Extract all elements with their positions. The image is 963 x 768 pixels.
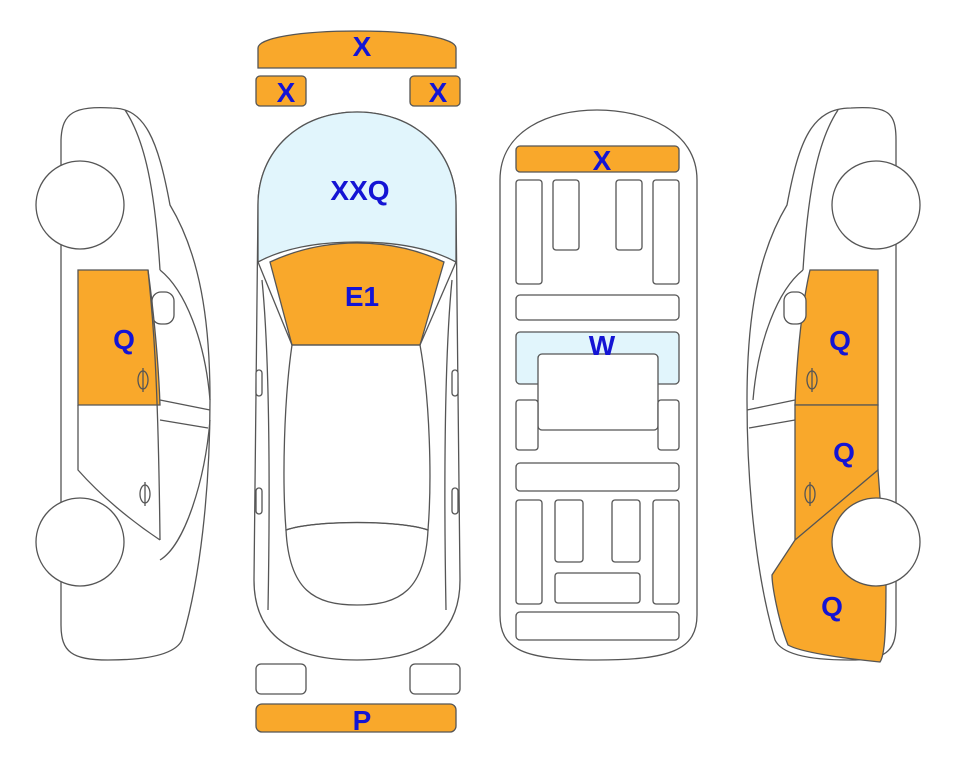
top-side-line-left <box>261 279 270 611</box>
top-right-mirror <box>451 369 459 397</box>
front-bench <box>515 294 680 321</box>
interior-center-box <box>537 353 659 431</box>
hood-panel[interactable] <box>269 242 445 346</box>
left-front-door-handle <box>137 368 149 392</box>
left-body-outline <box>60 106 211 661</box>
hood-label: E1 <box>345 281 379 312</box>
top-right-handle-rear <box>451 487 459 515</box>
right-front-door-label: Q <box>829 325 851 356</box>
middle-row-left <box>515 399 539 451</box>
left-rear-door-edge <box>77 405 161 541</box>
right-roof-line <box>802 109 839 271</box>
front-left-lamp-label: X <box>277 77 296 108</box>
front-left-lamp-panel[interactable] <box>255 75 307 107</box>
top-exterior-view: X X X XXQ E1 P <box>253 30 461 736</box>
rear-right-lamp <box>409 663 461 695</box>
left-front-wheel <box>35 160 125 250</box>
rear-seat-right <box>611 499 641 563</box>
left-side-mirror <box>151 291 175 325</box>
front-right-lamp-label: X <box>429 77 448 108</box>
top-a-pillar-left <box>257 261 293 346</box>
left-window-line <box>159 399 211 429</box>
interior-view: X W <box>499 109 698 661</box>
interior-dashboard-panel[interactable] <box>515 145 680 173</box>
front-bumper-panel[interactable] <box>257 30 457 69</box>
right-body-outline <box>746 106 897 661</box>
left-rear-window-line <box>159 419 211 561</box>
top-side-line-right <box>444 279 453 611</box>
rear-left-lamp <box>255 663 307 695</box>
right-window-line <box>746 399 796 429</box>
front-right-lamp-panel[interactable] <box>409 75 461 107</box>
rear-bumper-label: P <box>353 705 372 736</box>
top-a-pillar-right <box>419 261 457 346</box>
front-bumper-label: X <box>353 31 372 62</box>
rear-seat-left <box>554 499 584 563</box>
left-door-pillar <box>147 269 161 541</box>
left-roof-line <box>124 109 161 271</box>
left-rear-door-handle <box>139 482 151 506</box>
windshield-label: XXQ <box>330 175 389 206</box>
right-rear-door-handle <box>804 482 816 506</box>
right-side-view: Q Q Q <box>746 106 921 663</box>
trunk-box <box>515 611 680 641</box>
right-belt-line <box>752 269 804 401</box>
right-rear-quarter-label: Q <box>821 591 843 622</box>
rear-bumper-panel[interactable] <box>255 703 457 733</box>
middle-row-right <box>657 399 680 451</box>
right-side-mirror <box>783 291 807 325</box>
rear-middle-box <box>554 572 641 604</box>
top-rear-window <box>285 521 429 606</box>
passenger-seat-outer <box>652 179 680 285</box>
right-rear-wheel <box>831 497 921 587</box>
driver-seat-outer <box>515 179 543 285</box>
rear-bench <box>515 462 680 492</box>
right-front-wheel <box>831 160 921 250</box>
left-front-door-label: Q <box>113 324 135 355</box>
interior-outline <box>499 109 698 661</box>
interior-dashboard-label: X <box>593 145 612 176</box>
left-belt-line <box>159 269 211 401</box>
passenger-seat <box>615 179 643 251</box>
top-left-handle-rear <box>255 487 263 515</box>
right-front-door-handle <box>806 368 818 392</box>
left-side-view: Q <box>35 106 211 661</box>
right-rear-door-label: Q <box>833 437 855 468</box>
left-rear-wheel <box>35 497 125 587</box>
windshield-panel[interactable] <box>257 111 457 264</box>
top-left-mirror <box>255 369 263 397</box>
rear-seat-outer-left <box>515 499 543 605</box>
rear-seat-outer-right <box>652 499 680 605</box>
top-cabin-outline <box>283 344 431 531</box>
interior-console-label: W <box>589 330 616 361</box>
driver-seat <box>552 179 580 251</box>
